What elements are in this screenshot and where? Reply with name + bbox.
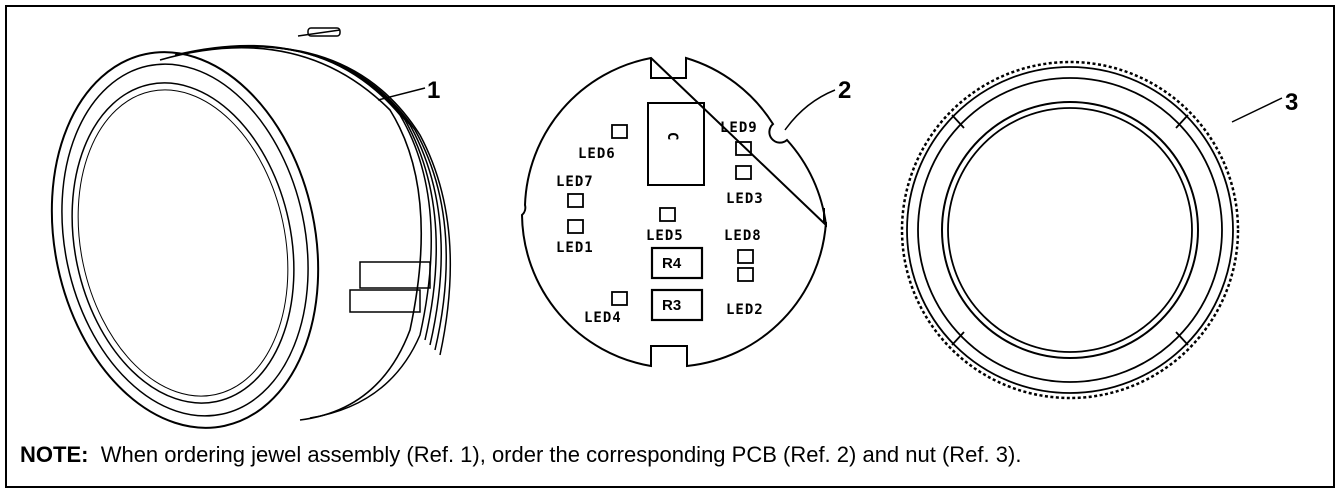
- note-label: NOTE:: [20, 442, 89, 467]
- leader-line-ref1: [377, 87, 426, 101]
- note-text: When ordering jewel assembly (Ref. 1), o…: [100, 442, 1022, 467]
- pcb-led-pads: [567, 124, 754, 306]
- label-led8: LED8: [724, 228, 762, 244]
- label-led4: LED4: [584, 310, 622, 326]
- label-led2: LED2: [726, 302, 764, 318]
- figure-frame: [5, 5, 1335, 488]
- pcb-resistor-r4: [650, 246, 704, 280]
- jewel-pin-top: [307, 27, 341, 37]
- pcb-component-c: [647, 102, 705, 186]
- nut-knurled-edge: [900, 60, 1240, 400]
- jewel-tab-lower: [349, 289, 421, 313]
- nut-slots: [951, 114, 1189, 346]
- pcb-board: [520, 56, 836, 368]
- label-led6: LED6: [578, 146, 616, 162]
- label-c: C: [664, 132, 680, 141]
- leader-line-ref2: [784, 89, 836, 131]
- pcb-resistor-r3: [650, 288, 704, 322]
- jewel-tab-upper: [359, 261, 431, 289]
- label-r3: R3: [662, 297, 681, 314]
- nut: [900, 60, 1283, 400]
- jewel-assembly: [50, 27, 452, 429]
- label-led7: LED7: [556, 174, 594, 190]
- ordering-note: NOTE: When ordering jewel assembly (Ref.…: [20, 442, 1021, 468]
- label-led1: LED1: [556, 240, 594, 256]
- label-led9: LED9: [720, 120, 758, 136]
- callout-ref1: 1: [427, 77, 440, 104]
- label-r4: R4: [662, 255, 682, 272]
- leader-line-ref3: [1231, 97, 1283, 123]
- callout-ref2: 2: [838, 77, 851, 104]
- label-led5: LED5: [646, 228, 684, 244]
- label-led3: LED3: [726, 191, 764, 207]
- callout-ref3: 3: [1285, 89, 1298, 116]
